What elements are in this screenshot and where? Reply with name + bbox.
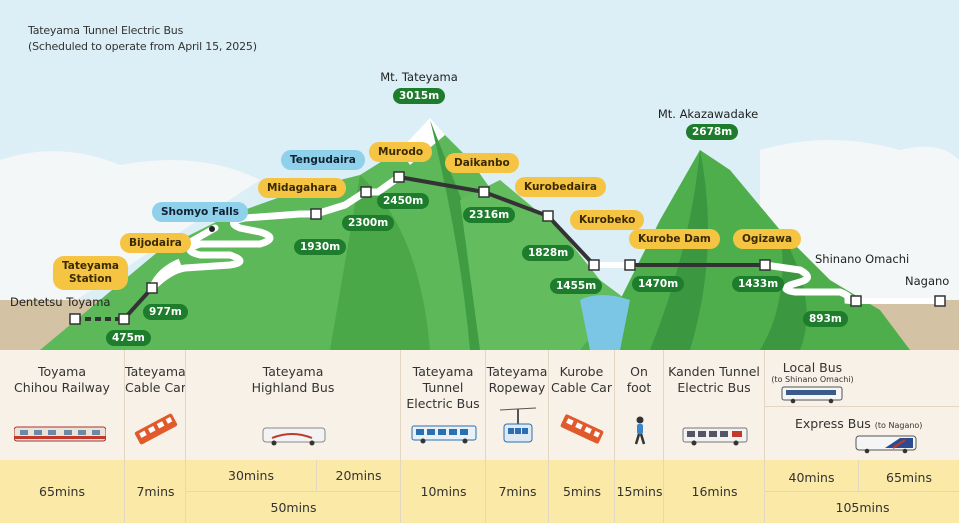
elev-ogizawa: 1433m bbox=[732, 276, 785, 292]
label-daikanbo: Daikanbo bbox=[445, 153, 519, 173]
col-tateyama-tunnel-electric-bus: Tateyama Tunnel Electric Bus 10mins bbox=[400, 350, 485, 523]
time-kanden-tunnel-electric-bus: 16mins bbox=[691, 484, 738, 499]
label-ogizawa: Ogizawa bbox=[733, 229, 802, 249]
col-local-express-bus: Local Bus (to Shinano Omachi) Express Bu… bbox=[764, 350, 959, 523]
bus-icon bbox=[262, 427, 326, 446]
label-dentetsu-toyama: Dentetsu Toyama bbox=[10, 295, 111, 309]
tunnel-bus-line bbox=[398, 175, 485, 194]
label-midagahara: Midagahara bbox=[258, 178, 347, 198]
label-tateyama-station: Tateyama Station bbox=[53, 256, 128, 290]
peak-name-tateyama: Mt. Tateyama bbox=[380, 70, 458, 84]
electric-bus-icon bbox=[411, 425, 477, 444]
station-midagahara bbox=[310, 208, 322, 220]
elev-bijodaira: 977m bbox=[143, 304, 188, 320]
station-shinano-omachi bbox=[850, 295, 862, 307]
ropeway-icon bbox=[500, 407, 536, 443]
express-bus-icon bbox=[855, 435, 917, 454]
walking-person-icon bbox=[634, 416, 646, 445]
col-kanden-tunnel-electric-bus: Kanden Tunnel Electric Bus 16mins bbox=[663, 350, 764, 523]
col-tateyama-highland-bus: Tateyama Highland Bus 30mins 20mins 50mi… bbox=[185, 350, 401, 523]
elev-daikanbo: 2316m bbox=[463, 207, 516, 223]
kurobe-cable-line bbox=[546, 214, 596, 267]
train-icon bbox=[14, 426, 106, 442]
station-nagano bbox=[934, 295, 946, 307]
col-name: Kurobe Cable Car bbox=[551, 364, 612, 395]
station-bijodaira bbox=[146, 282, 158, 294]
col-name: Tateyama Highland Bus bbox=[251, 364, 335, 395]
elev-tengudaira: 2300m bbox=[342, 215, 395, 231]
time-tunnel-electric-bus: 10mins bbox=[420, 484, 467, 499]
peak-name-akazawadake: Mt. Akazawadake bbox=[657, 107, 759, 121]
time-kurobe-cable-car: 5mins bbox=[562, 484, 602, 499]
col-name: On foot bbox=[626, 364, 652, 395]
time-highland-bus-segment-a: 30mins bbox=[228, 468, 274, 483]
elev-murodo: 2450m bbox=[377, 193, 430, 209]
akazawadake-mountain bbox=[580, 150, 910, 350]
elev-kurobedaira: 1828m bbox=[522, 245, 575, 261]
shomyo-falls-marker bbox=[209, 226, 215, 232]
electric-bus-icon bbox=[682, 427, 748, 446]
station-kurobeko bbox=[588, 259, 600, 271]
time-tateyama-cable-car: 7mins bbox=[136, 484, 175, 499]
local-bus-icon bbox=[781, 386, 843, 404]
label-shinano-omachi: Shinano Omachi bbox=[815, 252, 910, 266]
time-bus-total: 105mins bbox=[835, 500, 890, 515]
route-diagram-scene bbox=[0, 118, 959, 350]
station-daikanbo bbox=[478, 186, 490, 198]
elev-kurobe-dam: 1470m bbox=[632, 276, 685, 292]
time-toyama-chihou-railway: 65mins bbox=[39, 484, 85, 499]
local-bus-route bbox=[761, 261, 860, 305]
col-name: Tateyama Ropeway bbox=[486, 364, 548, 395]
col-toyama-chihou-railway: Toyama Chihou Railway 65mins bbox=[0, 350, 124, 523]
station-kurobedaira bbox=[542, 210, 554, 222]
label-murodo: Murodo bbox=[369, 142, 433, 162]
transport-table: Toyama Chihou Railway 65mins Tateyama Ca… bbox=[0, 350, 959, 523]
label-shomyo-falls: Shomyo Falls bbox=[152, 202, 248, 222]
col-tateyama-ropeway: Tateyama Ropeway 7mins bbox=[485, 350, 548, 523]
elev-tateyama: 475m bbox=[106, 330, 151, 346]
col-on-foot: On foot 15mins bbox=[614, 350, 663, 523]
col-name: Tateyama Tunnel Electric Bus bbox=[406, 364, 480, 411]
col-name: Kanden Tunnel Electric Bus bbox=[668, 364, 760, 395]
elev-kurobeko: 1455m bbox=[550, 278, 603, 294]
cable-car-icon bbox=[134, 413, 178, 445]
elev-shinano-omachi: 893m bbox=[803, 311, 848, 327]
col-kurobe-cable-car: Kurobe Cable Car 5mins bbox=[548, 350, 614, 523]
station-tengudaira bbox=[360, 186, 372, 198]
col-name: Tateyama Cable Car bbox=[125, 364, 186, 395]
label-kurobeko: Kurobeko bbox=[570, 210, 645, 230]
elev-midagahara: 1930m bbox=[294, 239, 347, 255]
express-bus-label: Express Bus bbox=[795, 416, 871, 431]
local-bus-label: Local Bus bbox=[782, 360, 843, 375]
col-tateyama-cable-car: Tateyama Cable Car 7mins bbox=[124, 350, 186, 523]
cable-car-icon bbox=[560, 414, 604, 444]
label-tengudaira: Tengudaira bbox=[281, 150, 365, 170]
time-express-bus-segment: 65mins bbox=[886, 470, 932, 485]
station-murodo bbox=[393, 171, 405, 183]
kurobe-lake bbox=[580, 295, 630, 350]
time-ropeway: 7mins bbox=[498, 484, 537, 499]
time-highland-bus-total: 50mins bbox=[270, 500, 317, 515]
time-highland-bus-segment-b: 20mins bbox=[335, 468, 382, 483]
station-tateyama bbox=[118, 313, 130, 325]
station-dentetsu-toyama bbox=[69, 313, 81, 325]
ropeway-line bbox=[483, 190, 549, 218]
station-ogizawa bbox=[759, 259, 771, 271]
label-kurobe-dam: Kurobe Dam bbox=[629, 229, 720, 249]
peak-elev-akazawadake: 2678m bbox=[686, 124, 739, 140]
label-nagano: Nagano bbox=[905, 274, 950, 288]
map-title: Tateyama Tunnel Electric Bus bbox=[28, 24, 184, 37]
map-subtitle: (Scheduled to operate from April 15, 202… bbox=[28, 40, 257, 53]
time-local-bus: 40mins bbox=[788, 470, 835, 485]
label-kurobedaira: Kurobedaira bbox=[515, 177, 606, 197]
time-on-foot: 15mins bbox=[616, 484, 663, 499]
label-bijodaira: Bijodaira bbox=[120, 233, 191, 253]
col-name: Toyama Chihou Railway bbox=[14, 364, 110, 395]
express-bus-note: (to Nagano) bbox=[874, 421, 923, 430]
local-bus-note: (to Shinano Omachi) bbox=[771, 375, 854, 384]
peak-elev-tateyama: 3015m bbox=[393, 88, 446, 104]
station-kurobe-dam bbox=[624, 259, 636, 271]
